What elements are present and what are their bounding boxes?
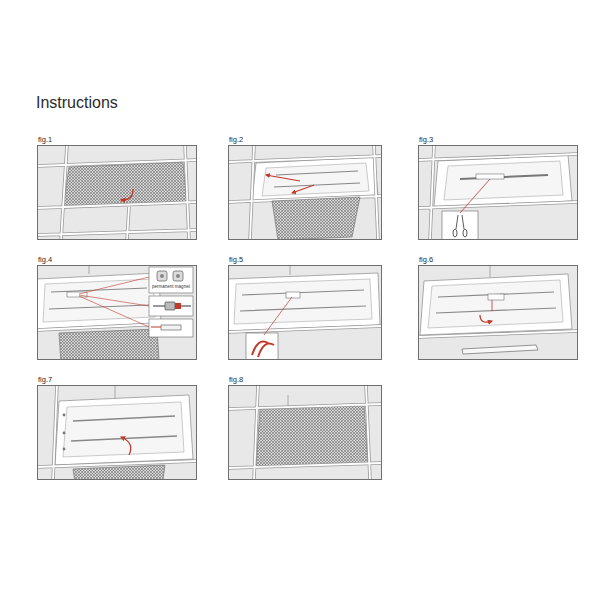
ceiling-scene [228, 385, 382, 480]
figure-panel: fig.8 [228, 385, 382, 480]
figure-label: fig.2 [229, 136, 243, 144]
ceiling-scene [228, 265, 382, 360]
figure-panel: fig.2 [228, 145, 382, 240]
figure-label: fig.3 [419, 136, 433, 144]
figure-label: fig.8 [229, 376, 243, 384]
figure-label: fig.4 [38, 256, 52, 264]
figure-panel: fig.3 [418, 145, 578, 240]
figure-label: fig.7 [38, 376, 52, 384]
callout-text: permanent magnet [149, 285, 193, 290]
figure-label: fig.5 [229, 256, 243, 264]
figure-panel: fig.6 [418, 265, 578, 360]
figure-panel: fig.5 [228, 265, 382, 360]
figure-panel: fig.1 [37, 145, 197, 240]
figure-label: fig.1 [38, 136, 52, 144]
page-title: Instructions [36, 94, 118, 112]
figure-panel: fig.4 [37, 265, 197, 360]
ceiling-scene [418, 145, 578, 240]
ceiling-scene [228, 145, 382, 240]
figure-label: fig.6 [419, 256, 433, 264]
ceiling-scene [37, 385, 197, 480]
ceiling-scene [37, 145, 197, 240]
ceiling-scene [37, 265, 197, 360]
ceiling-scene [418, 265, 578, 360]
figure-panel: fig.7 [37, 385, 197, 480]
